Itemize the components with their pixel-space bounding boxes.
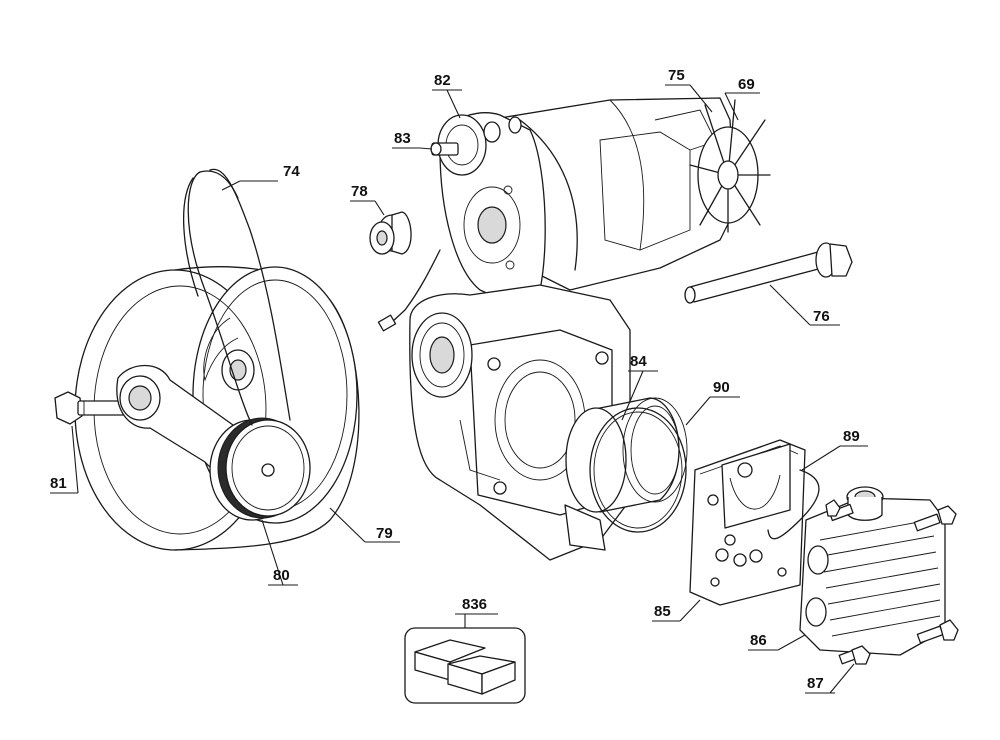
callout-836: 836: [462, 596, 487, 613]
callout-83: 83: [394, 130, 411, 147]
callout-90: 90: [713, 379, 730, 396]
callout-86: 86: [750, 632, 767, 649]
part-85-valve-plate: [689, 439, 806, 606]
callout-79: 79: [376, 525, 393, 542]
callout-87: 87: [807, 675, 824, 692]
callout-76: 76: [813, 308, 830, 325]
callout-80: 80: [273, 567, 290, 584]
part-74-belt: [182, 168, 291, 426]
part-81-bolt: [54, 391, 127, 425]
leader-lines: [50, 84, 868, 694]
callout-78: 78: [351, 183, 368, 200]
part-76-long-bolt: [684, 242, 853, 304]
callout-82: 82: [434, 72, 451, 89]
callout-75: 75: [668, 67, 685, 84]
callout-85: 85: [654, 603, 671, 620]
part-75-fan: [689, 99, 771, 233]
callout-74: 74: [283, 163, 300, 180]
part-80-small-pulley: [209, 417, 311, 521]
part-87-head-bolts: [825, 499, 959, 665]
callout-84: 84: [630, 353, 647, 370]
callout-labels: 74 75 69 76 78 79 80 81 82 83 84 85 86 8…: [50, 67, 860, 692]
callout-89: 89: [843, 428, 860, 445]
part-84-cylinder-sleeve: [565, 397, 688, 513]
motor-assembly: [377, 97, 771, 332]
part-90-o-ring: [589, 407, 687, 533]
part-86-cylinder-head: [767, 469, 946, 656]
part-78-bushing: [369, 211, 412, 255]
callout-69: 69: [738, 76, 755, 93]
callout-81: 81: [50, 475, 67, 492]
part-836-bracket-kit: [404, 627, 526, 704]
